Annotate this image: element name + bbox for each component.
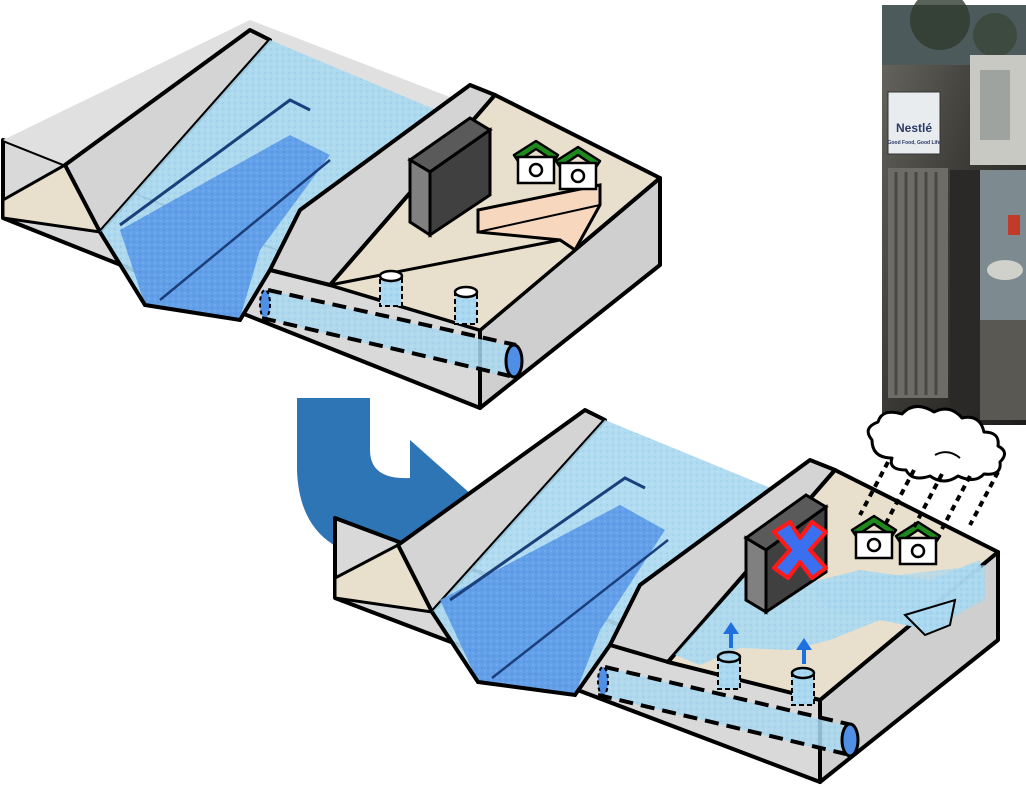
normal-state-diagram (3, 20, 660, 408)
flood-photo: Nestlé Good Food, Good Life (882, 0, 1026, 425)
sign-text: Nestlé (896, 121, 932, 135)
sign-subtext: Good Food, Good Life (888, 140, 941, 146)
